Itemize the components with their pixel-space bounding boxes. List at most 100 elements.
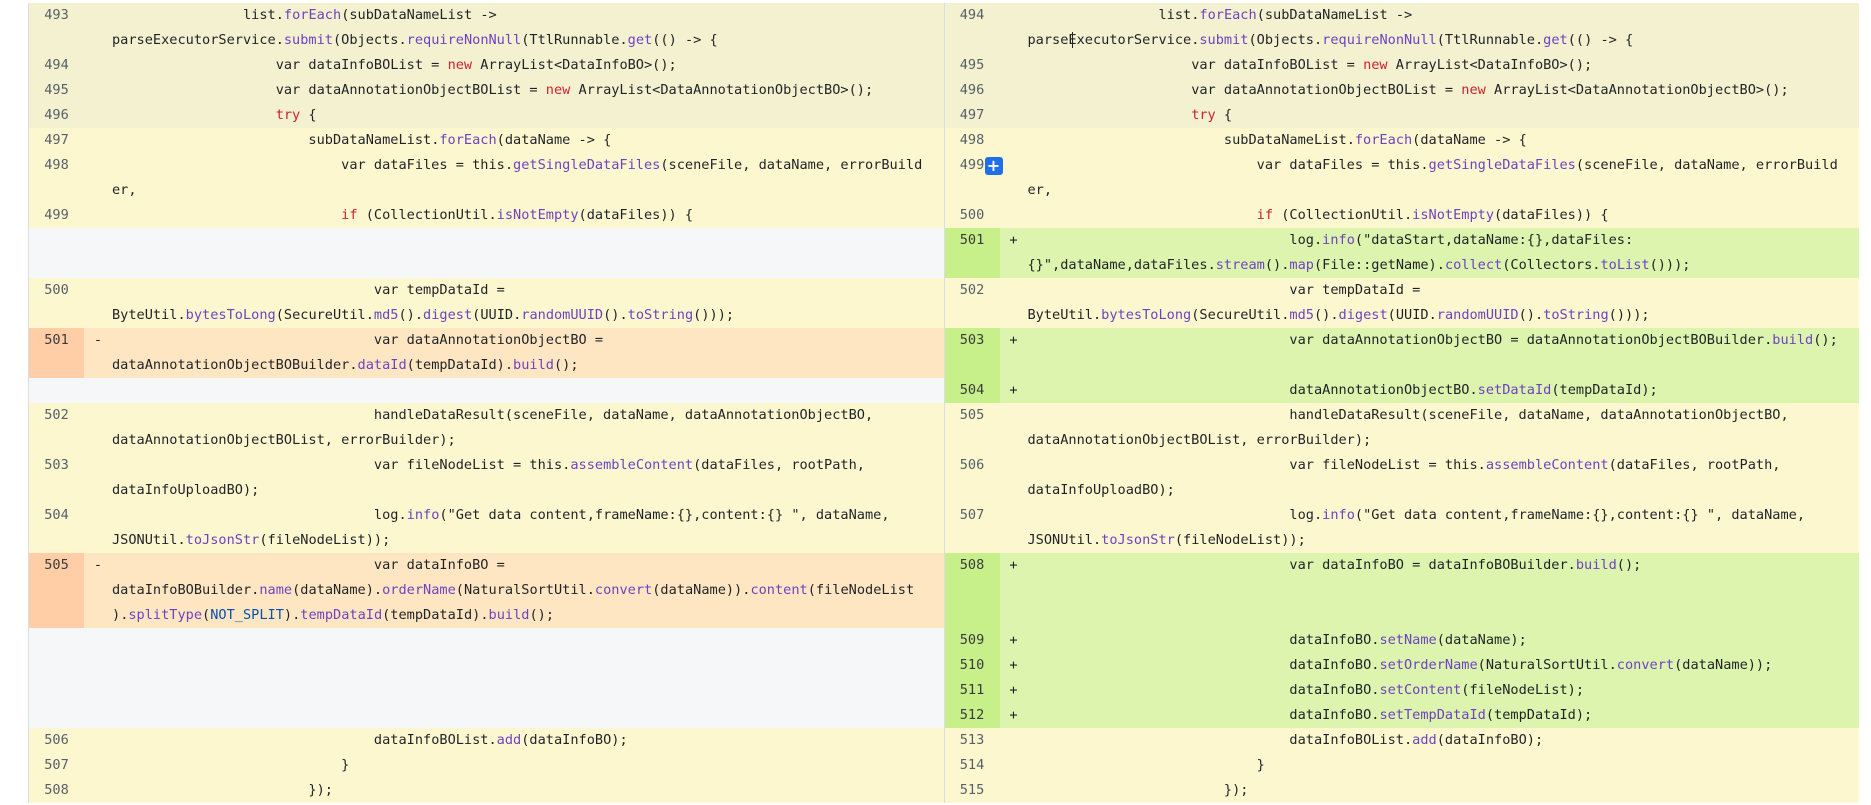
code-text: var dataInfoBOList = new ArrayList<DataI… [1027, 57, 1593, 73]
diff-sign [84, 78, 112, 103]
code-text: log.info("Get data content,frameName:{},… [1027, 507, 1806, 548]
context-line: 505 handleDataResult(sceneFile, dataName… [944, 403, 1859, 453]
diff-sign [1000, 103, 1028, 128]
context-line: 496 try { [29, 103, 944, 128]
code-text: log.info("Get data content,frameName:{},… [112, 507, 890, 548]
line-number[interactable]: 503 [44, 457, 69, 473]
added-line: 504+ dataAnnotationObjectBO.setDataId(te… [944, 378, 1859, 403]
diff-sign [1000, 3, 1028, 53]
context-line: 499 var dataFiles = this.getSingleDataFi… [944, 153, 1859, 203]
diff-sign [1000, 778, 1028, 803]
diff-sign [84, 53, 112, 78]
added-line: 508+ var dataInfoBO = dataInfoBOBuilder.… [944, 553, 1859, 628]
line-number[interactable]: 493 [44, 7, 69, 23]
added-line: 512 + dataInfoBO.setTempDataId(tempDataId… [944, 703, 1859, 728]
code-text: dataInfoBOList.add(dataInfoBO); [112, 732, 628, 748]
added-line: 509+ dataInfoBO.setName(dataName); [944, 628, 1859, 653]
context-line: 515 }); [944, 778, 1859, 803]
code-text: var dataInfoBO = dataInfoBOBuilder.build… [1027, 557, 1642, 573]
line-number[interactable]: 503 [944, 328, 1000, 378]
diff-sign [1000, 128, 1028, 153]
line-number[interactable]: 511 [944, 678, 1000, 703]
context-line: 513 dataInfoBOList.add(dataInfoBO); [944, 728, 1859, 753]
code-text: var tempDataId = ByteUtil.bytesToLong(Se… [112, 282, 735, 323]
line-number[interactable]: 495 [959, 57, 985, 73]
diff-sign: + [1009, 682, 1018, 698]
line-number[interactable]: 496 [44, 107, 69, 123]
context-line: 498 subDataNameList.forEach(dataName -> … [944, 128, 1859, 153]
context-line: 497 subDataNameList.forEach(dataName -> … [29, 128, 944, 153]
context-line: 506 var fileNodeList = this.assembleCont… [944, 453, 1859, 503]
diff-sign [84, 503, 112, 553]
line-number[interactable]: 513 [959, 732, 985, 748]
line-number[interactable]: 494 [959, 7, 985, 23]
context-line: 500 var tempDataId = ByteUtil.bytesToLon… [29, 278, 944, 328]
code-text: dataInfoBO.setTempDataId(tempDataId); [1027, 707, 1593, 723]
code-text: dataInfoBO.setOrderName(NaturalSortUtil.… [1027, 657, 1773, 673]
deleted-line: 501- var dataAnnotationObjectBO = dataAn… [29, 328, 944, 378]
diff-sign [84, 403, 112, 453]
code-text: subDataNameList.forEach(dataName -> { [112, 132, 612, 148]
line-number[interactable]: 498 [959, 132, 985, 148]
diff-sign: + [1009, 632, 1018, 648]
line-number[interactable]: 515 [959, 782, 985, 798]
diff-sign: + [1009, 657, 1018, 673]
line-number[interactable]: 504 [44, 507, 69, 523]
diff-sign: + [1009, 707, 1018, 723]
line-number[interactable]: 507 [959, 507, 985, 523]
line-number[interactable]: 505 [29, 553, 84, 628]
context-line: 495 var dataInfoBOList = new ArrayList<D… [944, 53, 1859, 78]
diff-sign: + [1009, 332, 1018, 348]
line-number[interactable]: 497 [959, 107, 985, 123]
line-number[interactable]: 500 [959, 207, 985, 223]
line-number[interactable]: 507 [44, 757, 69, 773]
line-number[interactable]: 501 [29, 328, 84, 378]
text-caret [1071, 32, 1073, 48]
line-number[interactable]: 495 [44, 82, 69, 98]
code-text: var dataFiles = this.getSingleDataFiles(… [1027, 157, 1838, 198]
line-number[interactable]: 510 [944, 653, 1000, 678]
line-number[interactable]: 498 [44, 157, 69, 173]
code-text: subDataNameList.forEach(dataName -> { [1027, 132, 1527, 148]
line-number[interactable]: 497 [44, 132, 69, 148]
line-number[interactable]: 502 [959, 282, 985, 298]
line-number[interactable]: 499 [44, 207, 69, 223]
diff-sign [1000, 503, 1028, 553]
line-number[interactable]: 494 [44, 57, 69, 73]
line-number[interactable]: 505 [959, 407, 985, 423]
empty-line-placeholder [29, 653, 944, 678]
line-number[interactable]: 500 [44, 282, 69, 298]
context-line: 500 if (CollectionUtil.isNotEmpty(dataFi… [944, 203, 1859, 228]
diff-pane-new: 494 list.forEach(subDataNameList -> pars… [943, 3, 1859, 803]
line-number[interactable]: 499 [959, 157, 985, 173]
line-number[interactable]: 504 [944, 378, 1000, 403]
line-number[interactable]: 506 [44, 732, 69, 748]
added-line: 503+ var dataAnnotationObjectBO = dataAn… [944, 328, 1859, 378]
add-comment-button[interactable]: + [984, 157, 1003, 175]
line-number[interactable]: 509 [944, 628, 1000, 653]
diff-pane-old: 493 list.forEach(subDataNameList -> pars… [29, 3, 944, 803]
diff-sign [84, 128, 112, 153]
line-number[interactable]: 496 [959, 82, 985, 98]
line-number[interactable]: 512 [944, 703, 1000, 728]
diff-sign: + [1009, 382, 1018, 398]
context-line: 508 }); [29, 778, 944, 803]
context-line: 494 var dataInfoBOList = new ArrayList<D… [29, 53, 944, 78]
code-text: var dataAnnotationObjectBO = dataAnnotat… [112, 332, 604, 373]
line-number[interactable]: 501 [944, 228, 1000, 278]
added-line: 501+ log.info("dataStart,dataName:{},dat… [944, 228, 1859, 278]
diff-sign [1000, 403, 1028, 453]
context-line: 503 var fileNodeList = this.assembleCont… [29, 453, 944, 503]
diff-sign [84, 728, 112, 753]
line-number[interactable]: 506 [959, 457, 985, 473]
diff-sign [84, 453, 112, 503]
line-number[interactable]: 514 [959, 757, 985, 773]
line-number[interactable]: 508 [944, 553, 1000, 628]
line-number[interactable]: 502 [44, 407, 69, 423]
diff-sign [84, 278, 112, 328]
diff-sign [1000, 78, 1028, 103]
line-number[interactable]: 508 [44, 782, 69, 798]
deleted-line: 505- var dataInfoBO = dataInfoBOBuilder.… [29, 553, 944, 628]
code-text: var fileNodeList = this.assembleContent(… [1027, 457, 1781, 498]
code-text: } [112, 757, 350, 773]
